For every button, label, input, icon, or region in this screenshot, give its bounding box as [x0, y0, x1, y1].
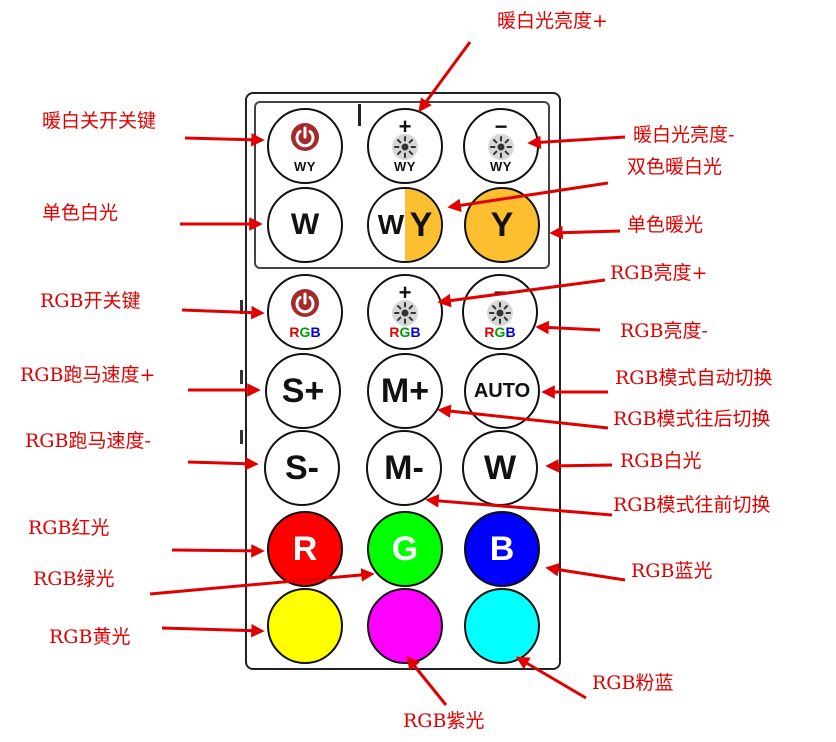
s-minus-label: S- — [285, 449, 319, 487]
wy-brightness-up-button[interactable]: + WY — [367, 108, 443, 184]
auto-label: AUTO — [473, 380, 531, 402]
arrow-green — [149, 568, 375, 596]
arrow-rgb-bright-down — [535, 320, 601, 335]
arrow-single-warm — [549, 225, 621, 240]
plus-sign: + — [398, 114, 412, 139]
wy-power-sub: WY — [294, 159, 316, 174]
callout-rgb-white: RGB白光 — [620, 450, 702, 472]
ir-emitter-mark — [358, 104, 361, 126]
callout-mode-prev: RGB模式往前切换 — [613, 494, 771, 516]
rgb-sub-label: RGB — [484, 324, 516, 340]
arrow-teal — [515, 656, 587, 700]
wy-brightness-down-button[interactable]: − WY — [463, 108, 539, 184]
speed-down-button[interactable]: S- — [264, 430, 340, 506]
arrow-rgb-bright-up — [437, 278, 606, 308]
arrow-speed-down — [187, 456, 259, 471]
callout-rgb-bright-up: RGB亮度+ — [610, 262, 708, 284]
callout-wy-bright-down: 暖白光亮度- — [633, 124, 735, 146]
rgb-sub-label: RGB — [389, 324, 421, 340]
callout-rgb-power: RGB开关键 — [40, 290, 141, 312]
callout-speed-up: RGB跑马速度+ — [20, 364, 156, 386]
power-icon — [291, 289, 319, 317]
callout-yellow: RGB黄光 — [49, 626, 131, 648]
y-label: Y — [409, 206, 433, 244]
arrow-mode-prev — [425, 494, 613, 517]
callout-single-white: 单色白光 — [42, 202, 119, 224]
wy-brightness-up-sub: WY — [394, 159, 416, 174]
side-mark — [240, 300, 243, 314]
m-plus-label: M+ — [380, 372, 430, 410]
callout-red: RGB红光 — [28, 517, 110, 539]
warm-half — [405, 189, 441, 261]
green-button[interactable]: G — [367, 511, 443, 587]
w-label: W — [483, 449, 517, 487]
sun-icon — [392, 134, 418, 160]
minus-sign: − — [494, 114, 508, 139]
r-label: R — [292, 530, 318, 568]
wy-power-button[interactable]: WY — [267, 108, 343, 184]
callout-green: RGB绿光 — [33, 568, 115, 590]
s-plus-label: S+ — [281, 372, 325, 410]
white-half — [369, 189, 405, 261]
callout-wy-power: 暖白关开关键 — [42, 110, 157, 132]
callout-dual-warm-white: 双色暖白光 — [627, 156, 723, 178]
callout-single-warm: 单色暖光 — [627, 214, 704, 236]
arrow-dual-warm-white — [447, 181, 609, 213]
rgb-brightness-up-button[interactable]: + RGB — [367, 274, 443, 350]
mode-prev-button[interactable]: M- — [366, 430, 442, 506]
callout-blue: RGB蓝光 — [631, 560, 713, 582]
arrow-yellow — [161, 623, 265, 638]
single-white-button[interactable]: W — [267, 187, 343, 263]
sun-icon — [487, 300, 513, 326]
callout-rgb-bright-down: RGB亮度- — [620, 320, 708, 342]
arrow-wy-power — [184, 132, 265, 147]
white-light-group-frame — [254, 101, 550, 269]
red-button[interactable]: R — [267, 511, 343, 587]
rgb-white-button[interactable]: W — [462, 430, 538, 506]
side-mark — [240, 430, 243, 444]
arrow-mode-next — [437, 404, 609, 430]
w-label: W — [290, 208, 320, 241]
wy-brightness-down-sub: WY — [490, 159, 512, 174]
plus-sign: + — [398, 280, 412, 305]
purple-button[interactable] — [367, 588, 443, 664]
blue-button[interactable]: B — [464, 511, 540, 587]
yellow-button[interactable] — [267, 588, 343, 664]
arrow-wy-bright-up — [418, 41, 472, 113]
callout-mode-next: RGB模式往后切换 — [613, 408, 771, 430]
rgb-sub-label: RGB — [289, 324, 321, 340]
arrow-purple — [406, 655, 448, 706]
teal-button[interactable] — [464, 588, 540, 664]
power-icon — [291, 123, 319, 151]
rgb-brightness-down-button[interactable]: − RGB — [462, 274, 538, 350]
callout-purple: RGB紫光 — [403, 710, 485, 732]
sun-icon — [392, 300, 418, 326]
callout-teal: RGB粉蓝 — [592, 672, 674, 694]
m-minus-label: M- — [384, 449, 424, 487]
arrow-rgb-power — [181, 305, 265, 320]
g-label: G — [391, 530, 419, 568]
arrow-blue — [545, 562, 626, 582]
mode-next-button[interactable]: M+ — [367, 353, 443, 429]
rgb-power-button[interactable]: RGB — [267, 274, 343, 350]
arrow-rgb-white — [545, 459, 613, 473]
sun-icon — [488, 134, 514, 160]
w-label: W — [377, 209, 405, 240]
b-label: B — [489, 530, 515, 568]
dual-warm-white-button[interactable]: W Y — [367, 187, 443, 263]
y-label: Y — [490, 206, 514, 244]
callout-speed-down: RGB跑马速度- — [25, 430, 151, 452]
arrow-red — [171, 544, 265, 558]
side-mark — [240, 370, 243, 384]
callout-wy-bright-up: 暖白光亮度+ — [497, 10, 608, 32]
arrow-wy-bright-down — [527, 135, 626, 150]
callout-auto-mode: RGB模式自动切换 — [615, 367, 773, 389]
speed-up-button[interactable]: S+ — [265, 353, 341, 429]
